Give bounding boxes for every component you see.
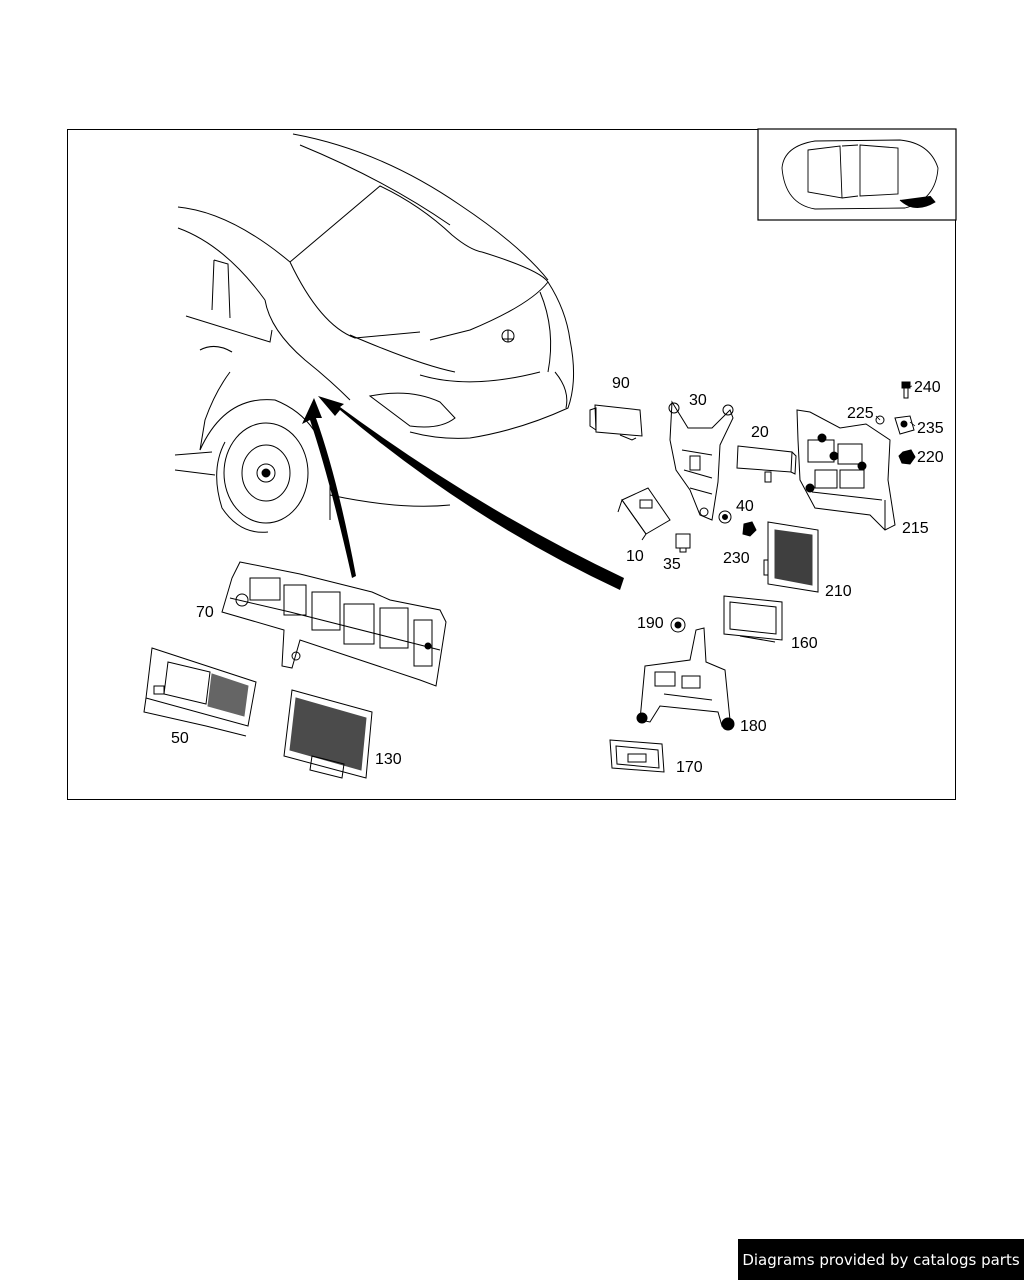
footer-text: Diagrams provided by catalogs parts [742,1250,1020,1269]
locator-inset [757,128,957,221]
part-20-module [736,445,797,483]
part-35-fastener [675,533,691,553]
callout-160: 160 [791,635,818,652]
callout-180: 180 [740,718,767,735]
car-topview-icon [781,139,939,210]
callout-50: 50 [171,730,189,747]
callout-240: 240 [914,379,941,396]
part-235-clip [894,415,915,435]
part-210-module [763,521,819,593]
part-160-module [723,595,783,643]
part-240-bolt [901,381,911,399]
part-130-module [283,689,373,779]
callout-215: 215 [902,520,929,537]
leader-lines [875,385,916,457]
callout-30: 30 [689,392,707,409]
callout-230: 230 [723,550,750,567]
part-190-washer [670,617,686,633]
callout-20: 20 [751,424,769,441]
part-225-nut [875,415,885,425]
part-180-bracket [636,627,735,731]
callout-220: 220 [917,449,944,466]
part-220-nut [898,449,916,465]
callout-130: 130 [375,751,402,768]
part-90-module [589,404,643,441]
callout-40: 40 [736,498,754,515]
callout-70: 70 [196,604,214,621]
vehicle-rear-outline [174,133,575,533]
callout-210: 210 [825,583,852,600]
part-230-nut [742,521,757,537]
footer-banner: Diagrams provided by catalogs parts [738,1239,1024,1280]
callout-235: 235 [917,420,944,437]
callout-10: 10 [626,548,644,565]
part-70-bracket [221,561,447,687]
callout-35: 35 [663,556,681,573]
part-40-washer [718,510,732,524]
callout-190: 190 [637,615,664,632]
callout-170: 170 [676,759,703,776]
part-10-module [617,487,671,541]
callout-90: 90 [612,375,630,392]
callout-labels: 90 30 20 225 240 235 220 40 10 35 230 21… [171,375,944,776]
part-30-bracket [668,400,734,521]
part-215-bracket [796,409,896,531]
part-170-module [609,739,665,773]
part-50-module [143,647,257,737]
pointer-arrows [302,396,624,590]
callout-225: 225 [847,405,874,422]
